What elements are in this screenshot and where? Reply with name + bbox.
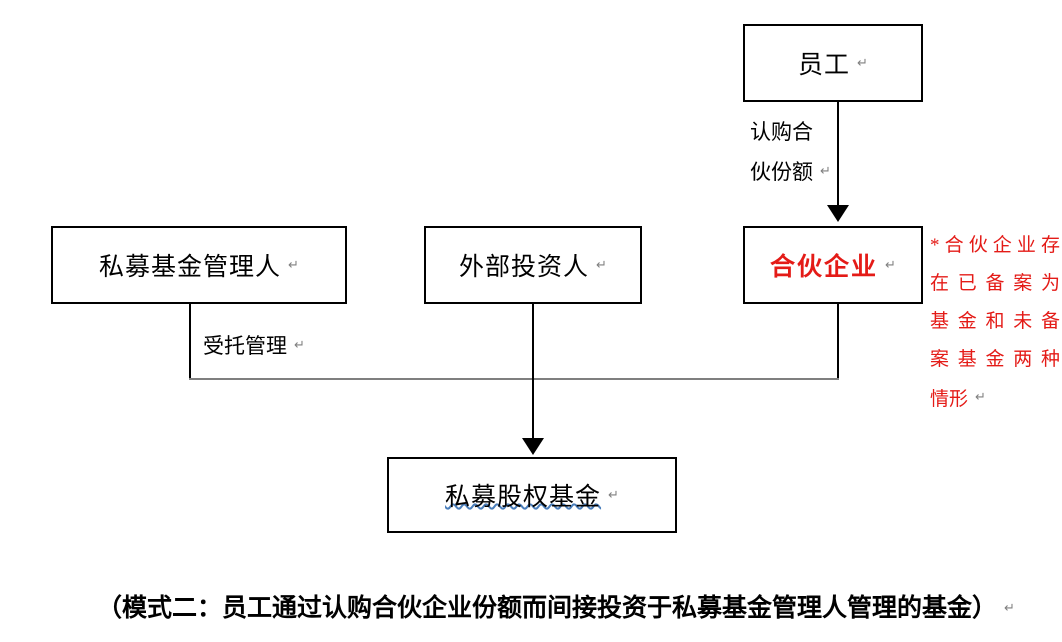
edge-employee-to-partnership-line: [837, 102, 839, 207]
annotation-line-2: 在已备案为: [930, 273, 1060, 294]
edge-label-entrusted-management: 受托管理 ↵: [203, 330, 305, 360]
node-fund-manager[interactable]: 私募基金管理人 ↵: [51, 226, 347, 304]
edge-bus-to-pe-fund-arrowhead: [522, 438, 544, 455]
paragraph-mark-icon: ↵: [596, 257, 607, 273]
edge-label-line2: 伙份额: [750, 160, 813, 184]
node-external-investor-label: 外部投资人: [459, 254, 590, 281]
annotation-line-5: 情形 ↵: [930, 379, 1060, 419]
edge-investor-to-bus-line: [532, 304, 534, 380]
connector-horizontal-bus: [189, 378, 839, 380]
annotation-line-1: *合伙企业存: [930, 235, 1060, 256]
edge-label-line1: 认购合: [750, 120, 813, 144]
node-partnership[interactable]: 合伙企业 ↵: [743, 226, 923, 304]
annotation-line-5-text: 情形: [930, 389, 969, 410]
annotation-partnership-note: *合伙企业存 在已备案为 基金和未备 案基金两种 情形 ↵: [930, 227, 1060, 419]
paragraph-mark-icon: ↵: [820, 164, 831, 179]
annotation-line-3: 基金和未备: [930, 311, 1060, 332]
edge-partnership-to-bus-line: [837, 304, 839, 380]
edge-manager-to-bus-line: [189, 304, 191, 380]
node-pe-fund[interactable]: 私募股权基金 ↵: [387, 457, 677, 533]
paragraph-mark-icon: ↵: [885, 257, 896, 273]
paragraph-mark-icon: ↵: [288, 257, 299, 273]
node-external-investor[interactable]: 外部投资人 ↵: [424, 226, 642, 304]
edge-bus-to-pe-fund-line: [532, 378, 534, 440]
edge-label-text: 受托管理: [203, 334, 287, 358]
edge-employee-to-partnership-arrowhead: [827, 205, 849, 222]
node-fund-manager-label: 私募基金管理人: [99, 254, 282, 281]
node-pe-fund-label: 私募股权基金: [445, 484, 602, 511]
node-employee[interactable]: 员工 ↵: [743, 24, 923, 102]
paragraph-mark-icon: ↵: [1004, 601, 1015, 616]
node-partnership-label: 合伙企业: [770, 254, 879, 281]
diagram-caption: （模式二：员工通过认购合伙企业份额而间接投资于私募基金管理人管理的基金） ↵: [97, 588, 1015, 624]
edge-label-subscribe-partnership-share: 认购合 伙份额 ↵: [750, 112, 831, 192]
paragraph-mark-icon: ↵: [857, 55, 868, 71]
node-employee-label: 员工: [798, 52, 851, 79]
paragraph-mark-icon: ↵: [975, 390, 986, 405]
caption-text: （模式二：员工通过认购合伙企业份额而间接投资于私募基金管理人管理的基金）: [97, 595, 998, 622]
paragraph-mark-icon: ↵: [608, 487, 619, 503]
annotation-line-4: 案基金两种: [930, 349, 1060, 370]
paragraph-mark-icon: ↵: [294, 338, 305, 353]
